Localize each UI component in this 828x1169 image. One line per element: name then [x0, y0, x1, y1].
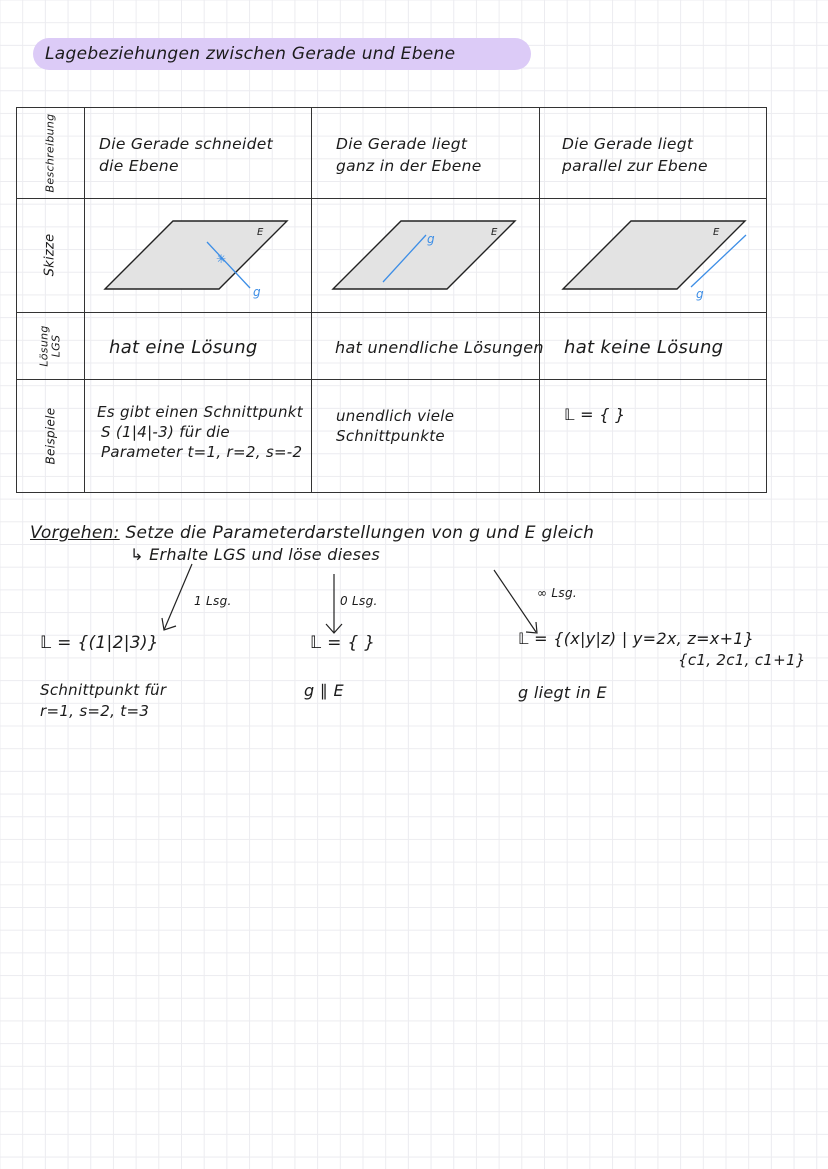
branch-label-1: 1 Lsg. [194, 594, 232, 608]
divider [84, 108, 85, 492]
sketch-in-plane: E g [331, 220, 517, 290]
plane-shape [331, 220, 517, 290]
plane-shape [103, 220, 289, 290]
cell-loesung-1: hat eine Lösung [109, 337, 258, 358]
intersection-point-icon: ✳ [216, 252, 226, 266]
row-label-skizze: Skizze [42, 233, 58, 277]
branch-label-3: ∞ Lsg. [537, 586, 577, 600]
arrow-infinite-solutions [493, 569, 537, 633]
title-highlight: Lagebeziehungen zwischen Gerade und Eben… [33, 38, 531, 70]
note-3: g liegt in E [518, 683, 607, 702]
plane-label: E [257, 227, 264, 238]
line-g [382, 234, 427, 283]
solution-set-2: 𝕃 = { } [310, 633, 376, 653]
cell-beispiel-1: Es gibt einen Schnittpunkt S (1|4|-3) fü… [97, 403, 303, 461]
note-1: Schnittpunkt für r=1, s=2, t=3 [40, 681, 167, 720]
line-label: g [253, 285, 261, 299]
cell-beschreibung-1: Die Gerade schneidet die Ebene [99, 135, 273, 175]
line-label: g [696, 287, 704, 301]
line-g [206, 241, 251, 289]
sketch-parallel: E g [561, 220, 747, 301]
solution-set-3: 𝕃 = {(x|y|z) | y=2x, z=x+1} [518, 629, 755, 648]
procedure-label: Vorgehen: [30, 523, 120, 543]
branch-arrows [161, 563, 538, 634]
page-title: Lagebeziehungen zwischen Gerade und Eben… [45, 44, 456, 64]
plane-shape [561, 220, 747, 290]
row-label-beschreibung: Beschreibung [43, 113, 57, 193]
sketch-intersecting: E ✳ g [103, 220, 289, 299]
arrow-one-solution [163, 563, 193, 631]
solution-set-1: 𝕃 = {(1|2|3)} [40, 633, 159, 653]
note-2: g ∥ E [304, 681, 344, 700]
plane-label: E [491, 227, 498, 238]
arrowhead-icon [161, 617, 177, 631]
divider [17, 312, 766, 313]
branch-label-2: 0 Lsg. [340, 594, 378, 608]
divider [17, 198, 766, 199]
arrowhead-icon [525, 621, 538, 634]
plane-label: E [713, 227, 720, 238]
divider [17, 379, 766, 380]
arrowhead-icon [325, 623, 343, 634]
line-label: g [427, 232, 435, 246]
solution-set-3-param: {c1, 2c1, c1+1} [678, 651, 806, 669]
row-label-beispiele: Beispiele [43, 407, 58, 464]
cell-loesung-3: hat keine Lösung [564, 337, 724, 358]
procedure-line-1: Vorgehen: Setze die Parameterdarstellung… [30, 523, 595, 543]
line-g [690, 234, 747, 288]
divider [539, 108, 540, 492]
cell-beschreibung-2: Die Gerade liegt ganz in der Ebene [336, 135, 482, 175]
divider [311, 108, 312, 492]
cell-beschreibung-3: Die Gerade liegt parallel zur Ebene [562, 135, 708, 175]
cell-beispiel-3: 𝕃 = { } [564, 405, 626, 424]
cell-loesung-2: hat unendliche Lösungen [335, 338, 544, 357]
procedure-line-2: ↳ Erhalte LGS und löse dieses [130, 545, 381, 564]
cell-beispiel-2: unendlich viele Schnittpunkte [336, 407, 455, 445]
